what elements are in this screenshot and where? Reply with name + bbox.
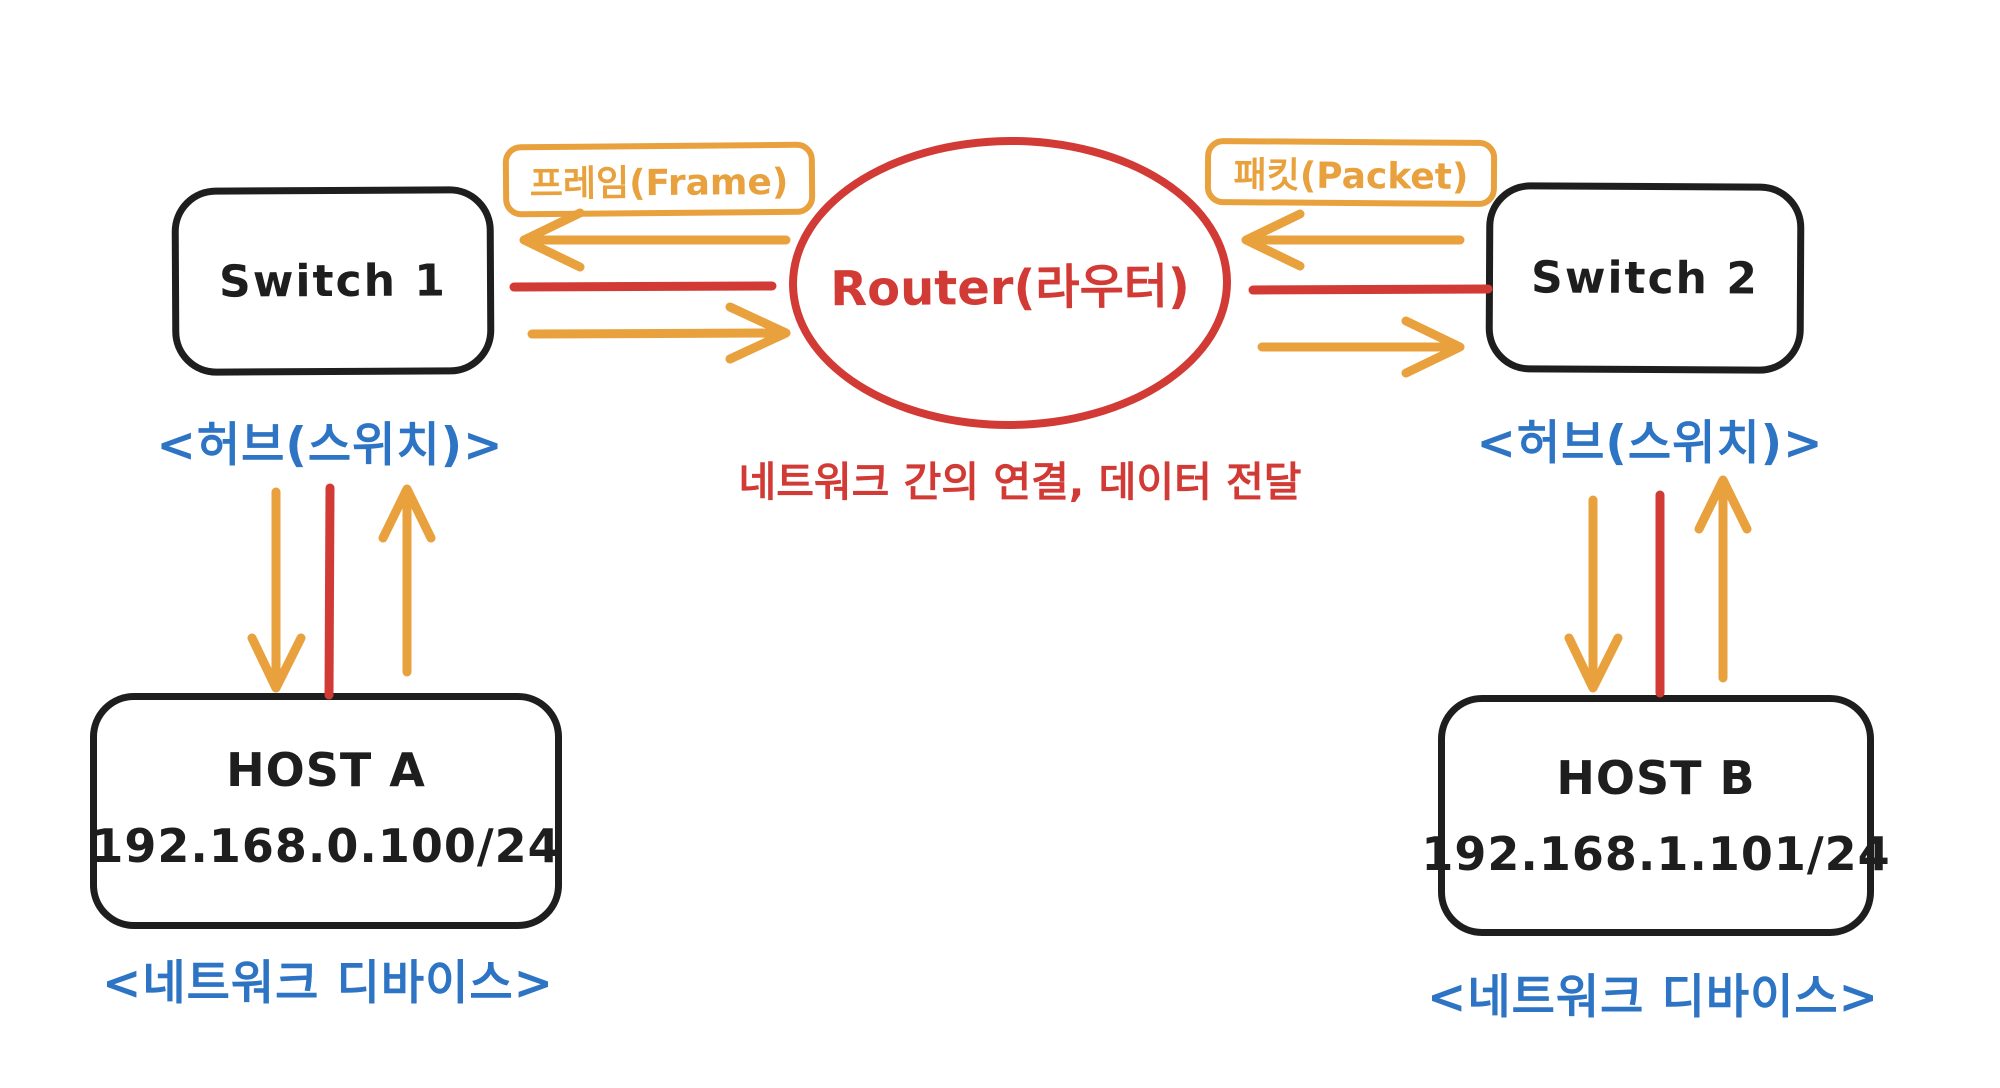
packet-arrow-router-to-switch2 <box>1257 316 1465 378</box>
router-label: Router(라우터) <box>830 258 1191 318</box>
red-link-switch1-router <box>509 281 777 292</box>
host-b-ip: 192.168.1.101/24 <box>1421 827 1891 881</box>
packet-badge: 패킷(Packet) <box>1204 137 1498 208</box>
up-arrow-hostB-to-switch2 <box>1694 475 1752 683</box>
frame-arrow-router-to-switch1 <box>519 208 791 272</box>
frame-badge: 프레임(Frame) <box>502 141 816 218</box>
hub-caption-right: <허브(스위치)> <box>1476 416 1824 471</box>
switch2-label: Switch 2 <box>1530 251 1760 305</box>
red-link-switch1-hostA <box>324 483 335 700</box>
down-arrow-switch2-to-hostB <box>1564 495 1623 693</box>
switch2-node: Switch 2 <box>1485 182 1805 374</box>
host-b-name: HOST B <box>1556 751 1756 805</box>
red-link-router-switch2 <box>1248 284 1493 295</box>
frame-arrow-switch1-to-router <box>527 302 791 364</box>
router-node: Router(라우터) <box>787 135 1233 431</box>
switch1-node: Switch 1 <box>171 186 495 376</box>
up-arrow-hostA-to-switch1 <box>378 484 436 677</box>
host-b-node: HOST B 192.168.1.101/24 <box>1421 695 1890 936</box>
router-caption: 네트워크 간의 연결, 데이터 전달 <box>738 458 1302 506</box>
hub-caption-left: <허브(스위치)> <box>156 418 504 473</box>
host-a-node: HOST A 192.168.0.100/24 <box>90 693 562 929</box>
device-caption-left: <네트워크 디바이스> <box>101 956 555 1011</box>
host-a-name: HOST A <box>226 743 426 797</box>
switch1-label: Switch 1 <box>218 254 448 308</box>
device-caption-right: <네트워크 디바이스> <box>1426 970 1880 1025</box>
down-arrow-switch1-to-hostA <box>247 487 306 693</box>
host-a-ip: 192.168.0.100/24 <box>91 819 561 873</box>
packet-badge-label: 패킷(Packet) <box>1233 154 1469 198</box>
packet-arrow-switch2-to-router <box>1241 209 1465 271</box>
frame-badge-label: 프레임(Frame) <box>529 161 789 205</box>
